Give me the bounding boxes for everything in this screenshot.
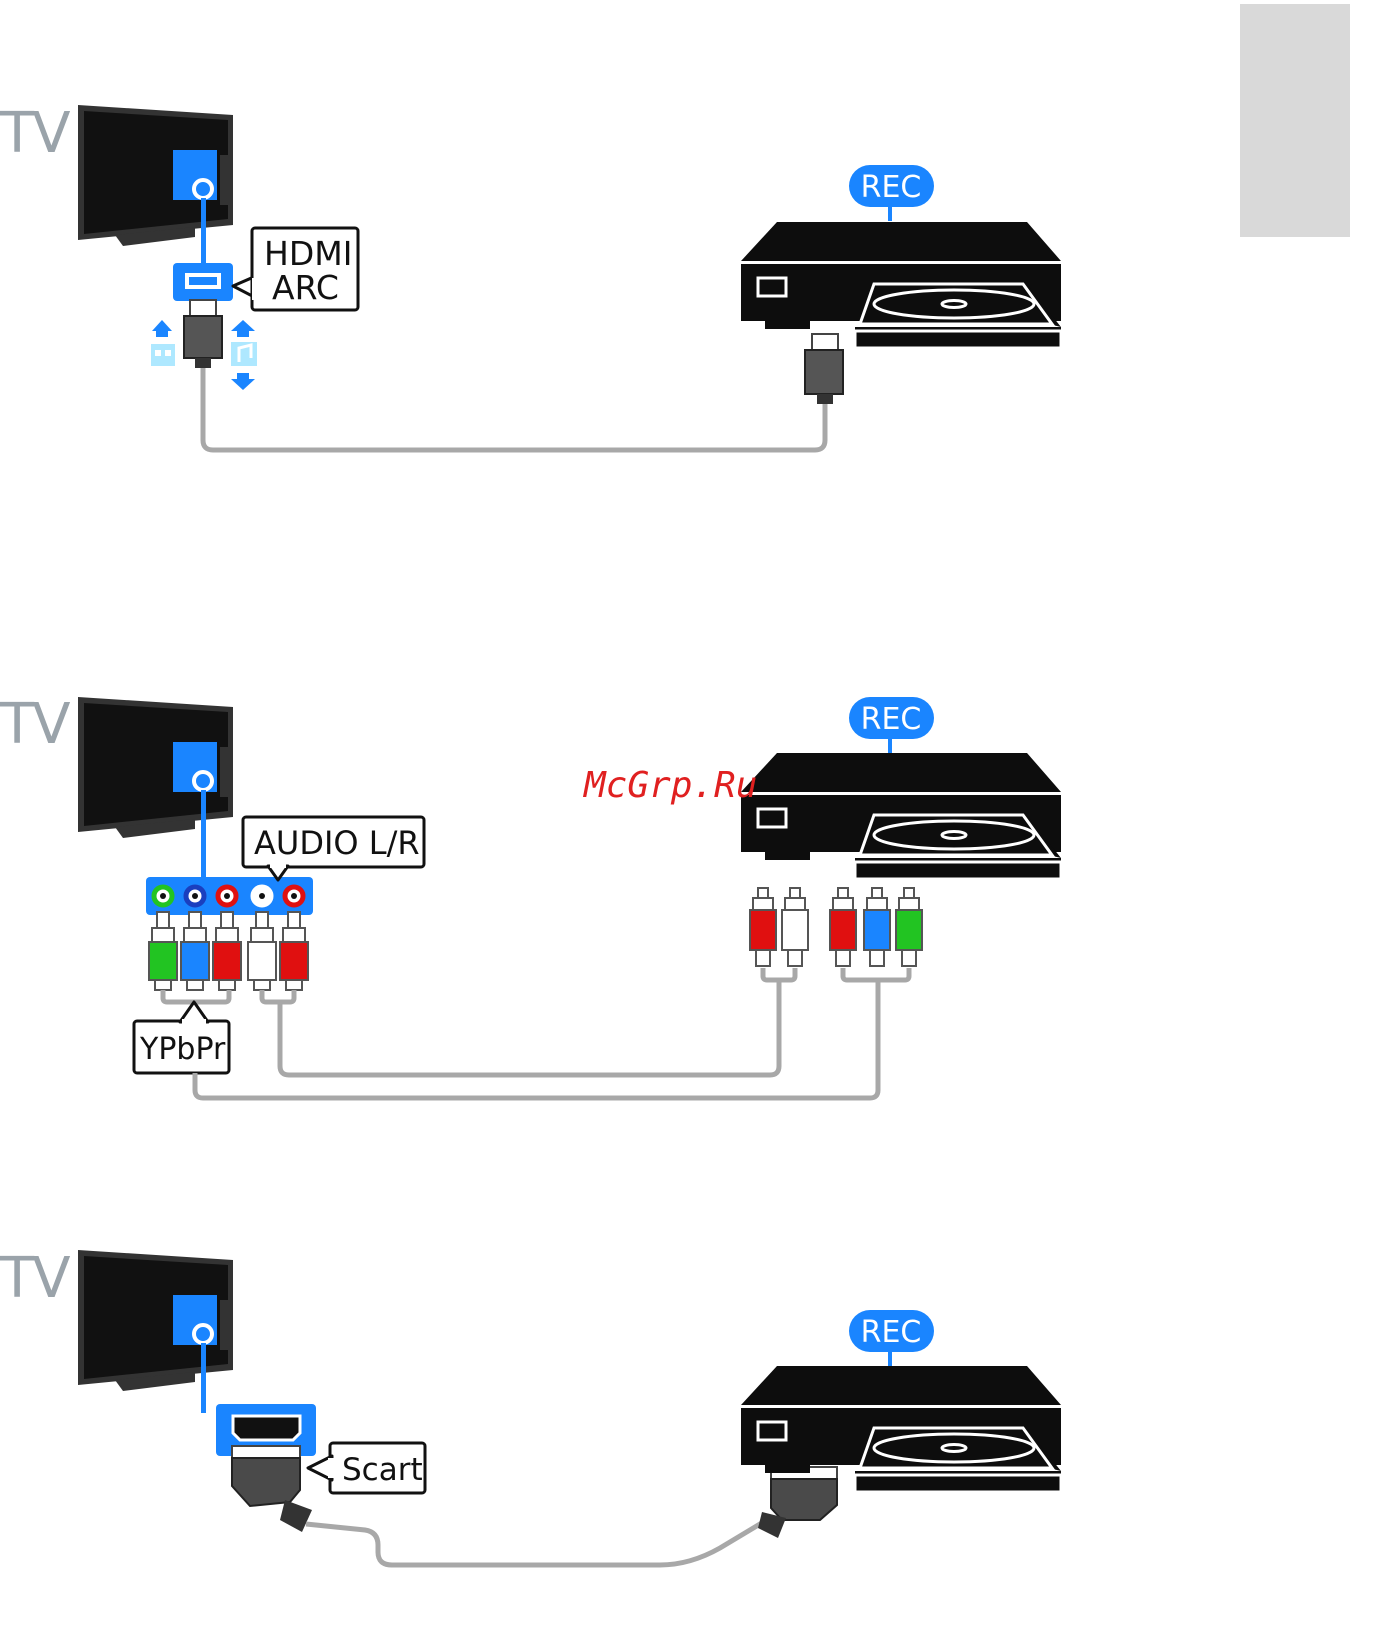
- arrow-up-icon: [152, 320, 172, 337]
- recorder-icon: [741, 222, 1061, 348]
- component-video-cable: [195, 980, 878, 1098]
- rec-label: REC: [861, 1315, 922, 1350]
- scart-cable: [306, 1518, 770, 1565]
- recorder-icon: [741, 753, 1061, 879]
- arc-label: ARC: [272, 268, 339, 307]
- audio-cable: [280, 980, 779, 1075]
- tv-label: TV: [0, 692, 70, 757]
- rca-plug-white: [248, 912, 276, 990]
- tv-icon: [78, 697, 233, 838]
- rec-label: REC: [861, 170, 922, 205]
- hdmi-plug: [805, 350, 843, 394]
- hdmi-cable: [203, 368, 825, 450]
- tv-icon: [78, 1250, 233, 1391]
- diagram-scart: TV Scart REC: [0, 1246, 1061, 1565]
- tv-label: TV: [0, 1246, 70, 1311]
- rca-plug-red: [280, 912, 308, 990]
- rec-label: REC: [861, 702, 922, 737]
- hdmi-plug: [184, 316, 222, 358]
- diagram-component: TV AUDIO L/R YPbPr: [0, 692, 1061, 1098]
- rca-plug-white: [782, 888, 808, 966]
- rca-plug-red: [750, 888, 776, 966]
- scart-label: Scart: [342, 1452, 423, 1488]
- ypbpr-label: YPbPr: [139, 1032, 226, 1067]
- arrow-down-icon: [231, 373, 255, 390]
- music-icon: [231, 342, 257, 366]
- watermark: McGrp.Ru: [582, 765, 757, 806]
- scart-plug: [771, 1479, 837, 1520]
- rca-plug-red: [830, 888, 856, 966]
- audio-lr-label: AUDIO L/R: [254, 824, 420, 862]
- rca-plug-blue: [181, 912, 209, 990]
- rca-plug-green: [896, 888, 922, 966]
- rca-plug-red: [213, 912, 241, 990]
- tv-label: TV: [0, 101, 70, 166]
- rca-plug-green: [149, 912, 177, 990]
- tv-icon: [78, 105, 233, 246]
- scart-plug: [232, 1458, 300, 1506]
- rca-plug-blue: [864, 888, 890, 966]
- arrow-up-icon: [231, 320, 255, 337]
- diagram-hdmi: TV HDMI ARC: [0, 101, 1061, 450]
- video-icon: [151, 344, 175, 366]
